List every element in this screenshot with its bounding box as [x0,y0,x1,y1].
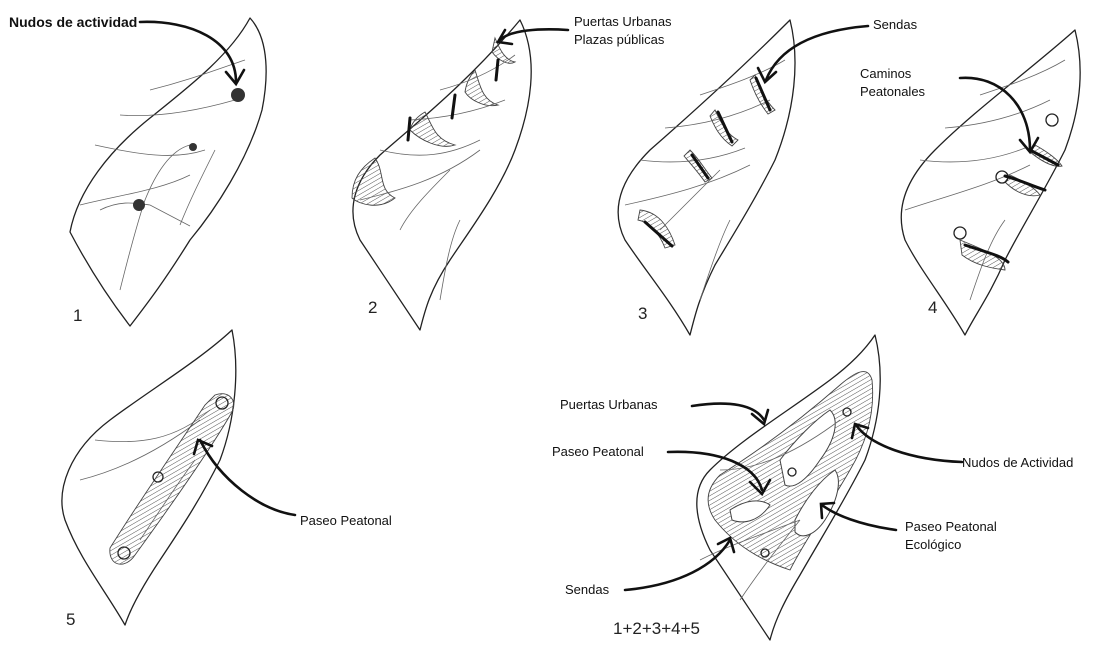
label-puertas-urbanas: Puertas Urbanas [574,14,672,30]
label-paseo-peatonal: Paseo Peatonal [300,513,392,529]
panel-3-sketch [618,20,868,335]
label-caminos: Caminos [860,66,911,82]
pedestrian-promenade [110,394,234,565]
panel-number-2: 2 [368,298,377,318]
activity-node-medium [133,199,145,211]
composite-label-sendas: Sendas [565,582,609,598]
label-nudos-de-actividad: Nudos de actividad [9,14,137,30]
panel-number-5: 5 [66,610,75,630]
composite-label-ecologico: Ecológico [905,537,961,553]
panel-4-sketch [901,30,1080,335]
label-sendas: Sendas [873,17,917,33]
activity-node-large [231,88,245,102]
panel-number-4: 4 [928,298,937,318]
panel-number-3: 3 [638,304,647,324]
panel-5-sketch [62,330,295,625]
node-circle-3 [954,227,966,239]
node-circle-1 [1046,114,1058,126]
composite-label-puertas-urbanas: Puertas Urbanas [560,397,658,413]
activity-node-small [189,143,197,151]
composite-label-paseo-peatonal: Paseo Peatonal [552,444,644,460]
label-plazas-publicas: Plazas públicas [574,32,664,48]
panel-2-sketch [352,20,568,330]
composite-label-paseo-peatonal-2: Paseo Peatonal [905,519,997,535]
label-peatonales: Peatonales [860,84,925,100]
panel-number-composite: 1+2+3+4+5 [613,619,700,639]
panel-composite-sketch [625,335,962,640]
panel-number-1: 1 [73,306,82,326]
composite-label-nudos-de-actividad: Nudos de Actividad [962,455,1073,471]
panel-1-sketch [70,18,266,326]
